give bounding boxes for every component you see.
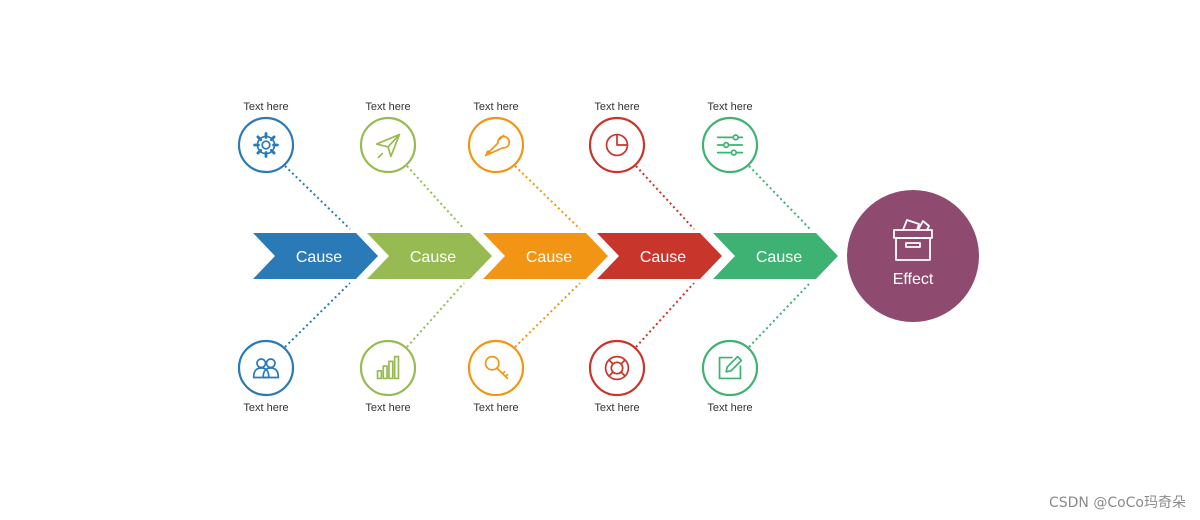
connector-line <box>748 165 811 230</box>
cause-arrow <box>483 233 608 279</box>
watermark: CSDN @CoCo玛奇朵 <box>1048 495 1186 511</box>
top-text-label: Text here <box>473 101 518 113</box>
bottom-text-label: Text here <box>243 402 288 414</box>
cause-label: Cause <box>410 249 456 266</box>
bottom-text-label: Text here <box>473 402 518 414</box>
top-icon-circle <box>359 116 417 174</box>
bottom-text-label: Text here <box>594 402 639 414</box>
cause-arrow <box>253 233 378 279</box>
connector-line <box>284 282 351 348</box>
cause-arrow <box>367 233 492 279</box>
bottom-icon-circle <box>237 339 295 397</box>
lifebuoy-icon <box>604 355 630 381</box>
cause-label: Cause <box>756 249 802 266</box>
wrench-icon <box>484 134 511 157</box>
connector-line <box>635 282 695 348</box>
bottom-icon-circle <box>359 339 417 397</box>
effect-label: Effect <box>893 271 934 288</box>
users-icon <box>252 358 280 379</box>
archive-box-icon <box>893 219 933 261</box>
top-icon-circle <box>237 116 295 174</box>
connector-line <box>284 165 351 230</box>
top-text-label: Text here <box>243 101 288 113</box>
connector-line <box>514 282 581 348</box>
effect-circle <box>847 190 979 322</box>
bottom-icon-circle <box>701 339 759 397</box>
top-text-label: Text here <box>594 101 639 113</box>
edit-icon <box>718 355 743 380</box>
bottom-text-label: Text here <box>707 402 752 414</box>
key-icon <box>484 355 509 380</box>
effect-group: Effect <box>847 190 979 322</box>
bar-chart-icon <box>376 355 400 380</box>
connector-line <box>514 165 581 230</box>
cause-arrow <box>713 233 838 279</box>
top-text-label: Text here <box>365 101 410 113</box>
cause-arrow <box>597 233 722 279</box>
sliders-icon <box>716 134 744 156</box>
connector-line <box>748 282 811 348</box>
connector-line <box>635 165 695 230</box>
paper-plane-icon <box>375 133 401 159</box>
cause-label: Cause <box>640 249 686 266</box>
pie-chart-icon <box>605 133 629 157</box>
connector-line <box>406 282 465 348</box>
connector-line <box>406 165 465 230</box>
gear-icon <box>253 132 279 158</box>
bottom-text-label: Text here <box>365 402 410 414</box>
top-text-label: Text here <box>707 101 752 113</box>
bottom-icon-circle <box>588 339 646 397</box>
cause-label: Cause <box>526 249 572 266</box>
cause-label: Cause <box>296 249 342 266</box>
